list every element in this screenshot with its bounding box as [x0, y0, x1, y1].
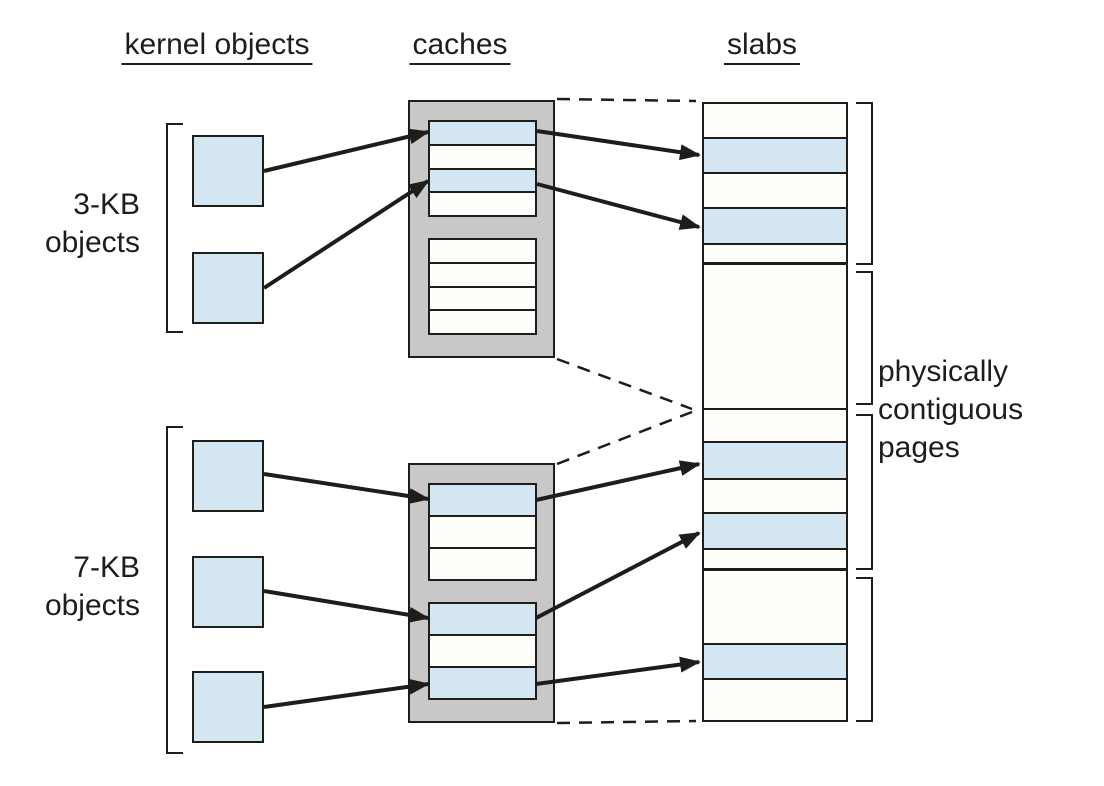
slab-section-3kb-a: [702, 102, 848, 265]
free-row: [428, 261, 537, 288]
allocated-row: [428, 665, 537, 700]
arrow-3kb-cache-row3-to-slab: [536, 182, 701, 230]
dashed-map-7kb-cache-bottom: [556, 719, 697, 725]
free-row: [702, 548, 848, 571]
free-row: [428, 514, 537, 549]
cache-box-7kb: [408, 463, 555, 723]
allocated-row: [702, 642, 848, 680]
arrow-7kb-object2-to-cache: [263, 589, 430, 623]
free-row: [702, 243, 848, 265]
label-7kb-line2: objects: [44, 589, 140, 622]
dashed-map-3kb-cache-bottom: [556, 357, 693, 411]
free-row: [702, 677, 848, 722]
column-header-slabs: slabs: [723, 28, 801, 65]
free-row: [702, 477, 848, 515]
slab-section-7kb-a: [702, 408, 848, 571]
label-7kb-line1: 7-KB: [73, 551, 140, 584]
arrow-7kb-object3-to-cache: [263, 678, 430, 709]
kernel-object-7kb-3: [192, 671, 264, 743]
free-row: [428, 238, 537, 264]
arrow-3kb-object2-to-cache: [262, 179, 430, 290]
arrow-7kb-cacheA-row1-to-slab: [535, 460, 701, 502]
free-row: [428, 309, 537, 336]
slab-section-3kb-b: [702, 263, 848, 410]
free-row: [428, 633, 537, 668]
cache-3kb-slab-a: [428, 120, 537, 218]
label-3kb-line1: 3-KB: [73, 188, 140, 221]
label-3kb-objects: 3-KB objects: [45, 186, 140, 262]
kernel-object-7kb-2: [192, 556, 264, 628]
free-row: [428, 546, 537, 581]
allocated-row: [428, 167, 537, 194]
label-3kb-line2: objects: [44, 226, 140, 259]
arrow-7kb-cacheB-row3-to-slab: [535, 656, 701, 686]
arrow-7kb-cacheB-row1-to-slab: [535, 531, 701, 620]
free-row: [702, 408, 848, 443]
free-row: [428, 285, 537, 312]
allocated-row: [702, 512, 848, 551]
sidenote-line3: pages: [878, 431, 960, 464]
allocated-row: [428, 120, 537, 146]
cache-7kb-slab-a: [428, 483, 537, 581]
sidenote-line1: physically: [878, 355, 1009, 388]
slab-section-7kb-b: [702, 569, 848, 722]
bracket-slab-section-1: [856, 102, 873, 265]
column-header-kernel-objects: kernel objects: [121, 28, 313, 65]
bracket-slab-section-2: [856, 271, 873, 405]
arrow-7kb-object1-to-cache: [263, 472, 430, 505]
free-row: [702, 569, 848, 645]
allocated-row: [702, 207, 848, 246]
free-row: [702, 263, 848, 410]
kernel-object-3kb-1: [192, 135, 264, 207]
bracket-7kb-group: [166, 426, 183, 754]
cache-3kb-slab-b: [428, 238, 537, 336]
free-row: [702, 171, 848, 210]
allocated-row: [702, 440, 848, 480]
dashed-map-7kb-cache-top: [556, 410, 693, 466]
arrow-3kb-cache-row1-to-slab: [536, 129, 701, 161]
bracket-3kb-group: [166, 123, 183, 333]
free-row: [702, 102, 848, 139]
allocated-row: [702, 136, 848, 174]
free-row: [428, 191, 537, 218]
label-physically-contiguous-pages: physically contiguous pages: [878, 353, 1023, 467]
label-7kb-objects: 7-KB objects: [45, 549, 140, 625]
cache-7kb-slab-b: [428, 602, 537, 700]
dashed-map-3kb-cache-top: [556, 97, 697, 103]
bracket-slab-section-4: [856, 577, 873, 722]
allocated-row: [428, 602, 537, 636]
kernel-object-7kb-1: [192, 440, 264, 512]
bracket-slab-section-3: [856, 414, 873, 570]
sidenote-line2: contiguous: [878, 393, 1024, 426]
kernel-object-3kb-2: [192, 252, 264, 324]
free-row: [428, 143, 537, 170]
column-header-caches: caches: [409, 28, 511, 65]
arrow-3kb-object1-to-cache: [263, 128, 430, 173]
allocated-row: [428, 483, 537, 517]
cache-box-3kb: [408, 100, 555, 358]
